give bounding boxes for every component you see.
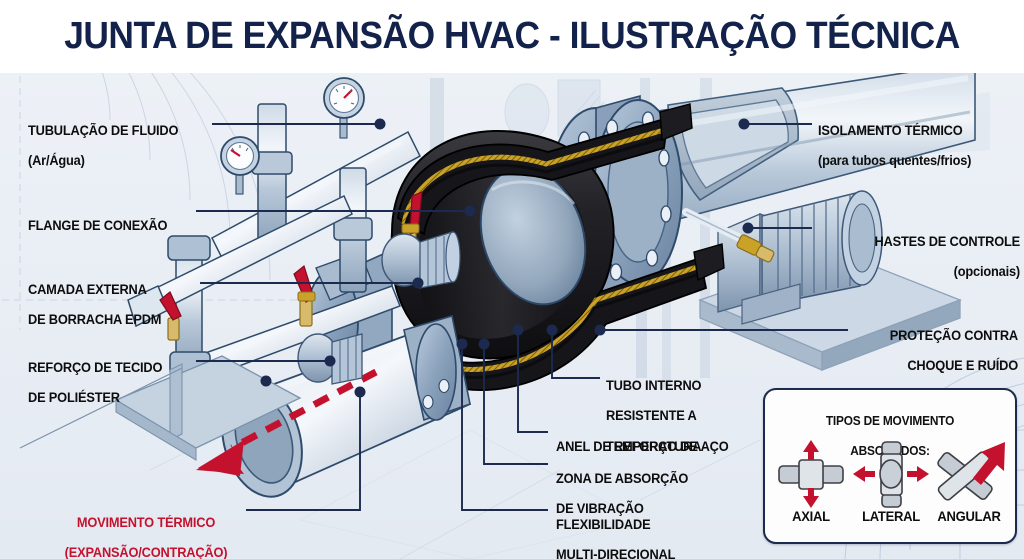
legend-caption-lateral: LATERAL: [862, 508, 920, 524]
label-vibration-line1: ZONA DE ABSORÇÃO: [556, 471, 689, 487]
legend-item-angular: [929, 438, 1009, 510]
label-connection-flange: FLANGE DE CONEXÃO: [28, 203, 167, 248]
lateral-movement-icon: [853, 441, 929, 508]
label-control-rods: HASTES DE CONTROLE (opcionais): [822, 219, 1020, 295]
label-thermal-insulation-line1: ISOLAMENTO TÉRMICO: [818, 123, 963, 139]
label-control-rods-line2: (opcionais): [953, 264, 1021, 280]
label-polyester-line1: REFORÇO DE TECIDO: [28, 360, 163, 376]
label-shock-noise-protection: PROTEÇÃO CONTRA CHOQUE E RUÍDO: [811, 313, 1018, 389]
label-steel-ring-line1: ANEL DE REFORÇO DE AÇO: [556, 439, 729, 455]
label-flexibility-line2: MULTI-DIRECIONAL: [556, 547, 676, 559]
title-bar: JUNTA DE EXPANSÃO HVAC - ILUSTRAÇÃO TÉCN…: [0, 0, 1024, 73]
label-fluid-piping-line1: TUBULAÇÃO DE FLUIDO: [28, 123, 179, 139]
label-inner-tube-line2: RESISTENTE A: [606, 408, 697, 424]
label-epdm-line1: CAMADA EXTERNA: [28, 282, 147, 298]
label-epdm-outer-layer: CAMADA EXTERNA DE BORRACHA EPDM: [28, 267, 161, 343]
label-polyester-line2: DE POLIÉSTER: [28, 390, 120, 406]
legend-caption-angular: ANGULAR: [937, 508, 1001, 524]
label-vibration-line2: DE VIBRAÇÃO: [556, 501, 644, 517]
label-thermal-movement: MOVIMENTO TÉRMICO (EXPANSÃO/CONTRAÇÃO): [51, 500, 241, 559]
label-thermal-insulation-line2: (para tubos quentes/frios): [818, 153, 972, 169]
label-vibration-absorption-zone: ZONA DE ABSORÇÃO DE VIBRAÇÃO: [556, 456, 688, 532]
legend-caption-axial: AXIAL: [792, 508, 830, 524]
label-thermal-insulation: ISOLAMENTO TÉRMICO (para tubos quentes/f…: [818, 108, 971, 184]
legend-title-line1: TIPOS DE MOVIMENTO: [825, 414, 955, 428]
label-inner-tube: TUBO INTERNO RESISTENTE A TEMPERATURA: [606, 363, 702, 469]
label-multidirectional-flexibility: FLEXIBILIDADE MULTI-DIRECIONAL: [556, 502, 675, 559]
label-shock-noise-line2: CHOQUE E RUÍDO: [907, 358, 1018, 374]
page-title: JUNTA DE EXPANSÃO HVAC - ILUSTRAÇÃO TÉCN…: [64, 15, 960, 57]
label-thermal-movement-line1: MOVIMENTO TÉRMICO: [76, 515, 216, 531]
label-fluid-piping-line2: (Ar/Água): [28, 153, 85, 169]
label-fluid-piping: TUBULAÇÃO DE FLUIDO (Ar/Água): [28, 108, 178, 184]
label-shock-noise-line1: PROTEÇÃO CONTRA: [889, 328, 1018, 344]
legend-item-lateral: [851, 438, 931, 510]
label-inner-tube-line3: TEMPERATURA: [606, 438, 702, 454]
label-steel-reinforcement-ring: ANEL DE REFORÇO DE AÇO: [556, 424, 729, 469]
legend-title: TIPOS DE MOVIMENTO ABSOLVIDOS:: [771, 399, 1009, 474]
label-flexibility-line1: FLEXIBILIDADE: [556, 517, 651, 533]
label-epdm-line2: DE BORRACHA EPDM: [28, 312, 162, 328]
label-inner-tube-line1: TUBO INTERNO: [606, 378, 702, 394]
angular-movement-icon: [937, 442, 1005, 501]
label-polyester-reinforcement: REFORÇO DE TECIDO DE POLIÉSTER: [28, 345, 162, 421]
movement-types-legend: TIPOS DE MOVIMENTO ABSOLVIDOS: AXIAL: [763, 388, 1017, 544]
legend-item-axial: [771, 438, 851, 510]
label-connection-flange-line1: FLANGE DE CONEXÃO: [28, 218, 168, 234]
axial-movement-icon: [778, 440, 844, 508]
label-control-rods-line1: HASTES DE CONTROLE: [874, 234, 1020, 250]
label-thermal-movement-line2: (EXPANSÃO/CONTRAÇÃO): [64, 545, 228, 559]
